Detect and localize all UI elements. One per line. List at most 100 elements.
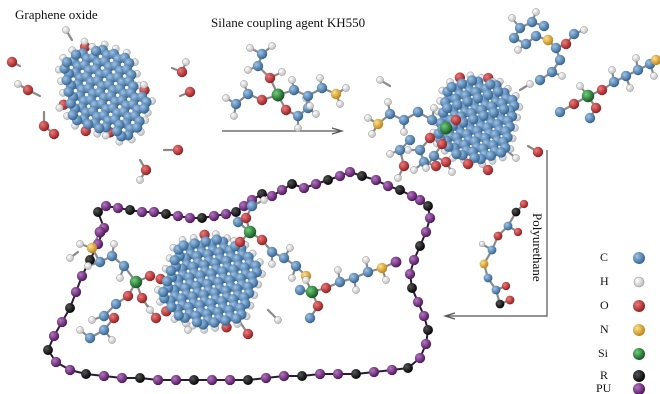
hydrogen-atom: [558, 72, 566, 80]
carbon-atom: [491, 285, 501, 295]
carbon-atom: [316, 82, 328, 94]
r-group-atom: [357, 171, 367, 181]
hydrogen-atom: [352, 286, 360, 294]
carbon-atom: [252, 60, 264, 72]
pu-atom: [424, 212, 436, 224]
r-group-atom: [43, 345, 53, 355]
hydrogen-atom: [382, 276, 390, 284]
r-group-atom: [511, 207, 521, 217]
r-group-atom: [323, 175, 333, 185]
hydrogen-atom: [294, 124, 302, 132]
carbon-atom: [65, 98, 76, 109]
carbon-atom: [138, 103, 150, 114]
pu-atom: [148, 206, 160, 218]
pu-atom: [276, 184, 288, 196]
pu-atom: [414, 194, 426, 206]
oxygen-atom: [48, 128, 60, 140]
hydrogen-atom: [136, 176, 144, 184]
r-group-atom: [65, 303, 75, 313]
legend-key-r: R: [600, 368, 608, 382]
pu-atom: [136, 206, 148, 218]
carbon-atom: [526, 16, 538, 28]
hydrogen-atom: [394, 174, 402, 182]
nitrogen-atom: [330, 88, 342, 100]
pu-atom: [48, 330, 60, 342]
hydrogen-atom: [532, 8, 540, 16]
pu-atom: [112, 202, 124, 214]
carbon-atom: [61, 75, 72, 86]
legend-swatch-h: [633, 276, 645, 288]
oxygen-atom: [513, 227, 523, 237]
oxygen-atom: [430, 160, 442, 172]
oxygen-atom: [519, 199, 529, 209]
legend-swatch-o: [633, 300, 645, 312]
oxygen-atom: [256, 94, 268, 106]
pu-atom: [404, 268, 416, 280]
carbon-atom: [67, 109, 78, 121]
carbon-atom: [469, 152, 480, 164]
carbon-atom: [61, 57, 73, 68]
oxygen-atom: [184, 86, 196, 98]
hydrogen-atom: [580, 26, 588, 34]
r-group-atom: [135, 373, 145, 383]
silicon-atom: [271, 88, 285, 102]
carbon-atom: [288, 84, 300, 96]
carbon-atom: [538, 20, 550, 32]
carbon-atom: [452, 99, 463, 110]
carbon-atom: [242, 88, 254, 100]
hydrogen-atom: [222, 94, 230, 102]
pu-atom: [386, 364, 398, 376]
pu-atom: [94, 226, 106, 238]
carbon-atom: [200, 236, 211, 247]
carbon-atom: [426, 114, 438, 126]
hydrogen-atom: [260, 196, 268, 204]
pu-atom: [266, 190, 278, 202]
carbon-atom: [232, 216, 244, 228]
hydrogen-atom: [140, 80, 148, 89]
carbon-atom: [620, 70, 632, 82]
carbon-atom: [483, 273, 493, 283]
oxygen-atom: [240, 212, 252, 224]
nitrogen-atom: [372, 118, 384, 130]
oxygen-atom: [560, 38, 572, 50]
carbon-atom: [608, 76, 620, 88]
hydrogen-atom: [240, 80, 248, 88]
carbon-atom: [546, 66, 558, 78]
carbon-atom: [412, 106, 424, 118]
carbon-atom: [111, 125, 123, 137]
oxygen-atom: [440, 156, 452, 168]
carbon-atom: [554, 106, 566, 118]
pu-atom: [420, 338, 432, 350]
pu-atom: [208, 210, 220, 222]
hydrogen-atom: [448, 168, 456, 176]
hydrogen-atom: [384, 98, 392, 106]
carbon-atom: [384, 108, 396, 120]
oxygen-atom: [144, 270, 156, 282]
carbon-atom: [451, 148, 462, 160]
pu-atom: [100, 200, 112, 212]
pu-atom: [50, 356, 62, 368]
carbon-atom: [468, 113, 479, 125]
hydrogen-atom: [108, 336, 116, 344]
pu-atom: [332, 368, 344, 380]
silicon-atom: [305, 285, 319, 299]
carbon-atom: [166, 301, 177, 313]
hydrogen-atom: [626, 84, 634, 92]
r-group-atom: [81, 369, 91, 379]
carbon-atom: [63, 86, 74, 98]
hydrogen-atom: [88, 316, 96, 324]
hydrogen-atom: [316, 74, 324, 82]
legend-swatch-pu: [633, 383, 645, 394]
hydrogen-atom: [650, 72, 658, 80]
r-group-atom: [423, 325, 433, 335]
hydrogen-atom: [278, 68, 286, 76]
carbon-atom: [169, 254, 180, 266]
oxygen-atom: [450, 114, 462, 126]
pu-atom: [390, 256, 402, 268]
hydrogen-atom: [244, 66, 252, 74]
pu-atom: [408, 254, 420, 266]
oxygen-atom: [501, 281, 511, 291]
carbon-atom: [211, 234, 223, 245]
carbon-atom: [256, 48, 268, 60]
carbon-atom: [503, 221, 513, 231]
